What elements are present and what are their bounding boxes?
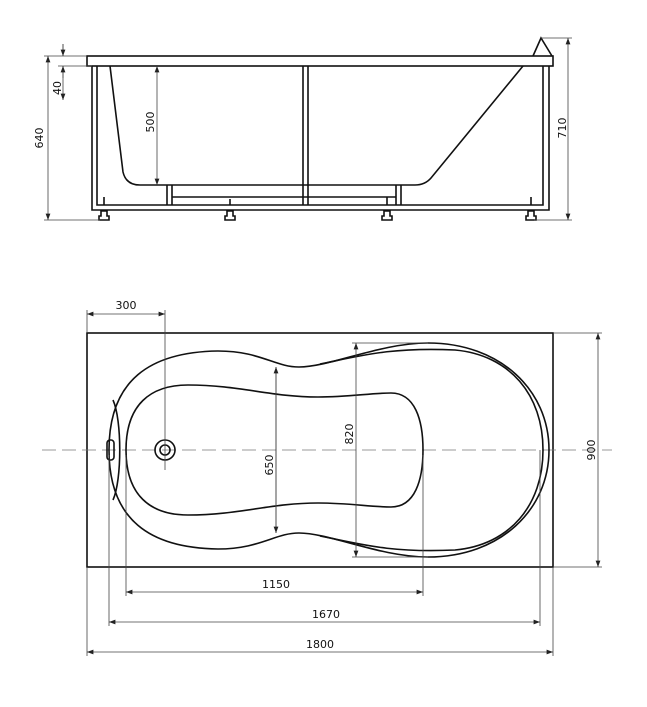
dim-900-label: 900	[585, 440, 598, 461]
bowl-profile	[109, 65, 524, 186]
dim-710-label: 710	[556, 118, 569, 139]
dim-300-label: 300	[116, 299, 137, 312]
outer-bowl	[108, 342, 550, 558]
dim-500-label: 500	[144, 112, 157, 133]
headrest	[532, 36, 553, 57]
dim-650-label: 650	[263, 455, 276, 476]
dim-1800-label: 1800	[306, 638, 334, 651]
outer-bowl-inner-edge	[319, 348, 544, 552]
overflow-edge	[112, 399, 121, 501]
dim-1670-label: 1670	[312, 608, 340, 621]
side-view: 640 40 500 710	[33, 36, 572, 221]
frame	[91, 66, 550, 211]
dim-820-label: 820	[343, 424, 356, 445]
center-post	[302, 66, 309, 205]
plan-view: 300 650 820 900 1150 1670 1800	[42, 299, 612, 656]
dim-640-label: 640	[33, 128, 46, 149]
inner-basin	[125, 384, 424, 516]
dim-40-label: 40	[51, 81, 64, 95]
overflow-icon	[106, 439, 115, 461]
support	[166, 185, 402, 205]
feet	[98, 197, 537, 221]
dim-1150-label: 1150	[262, 578, 290, 591]
rim	[86, 55, 554, 67]
